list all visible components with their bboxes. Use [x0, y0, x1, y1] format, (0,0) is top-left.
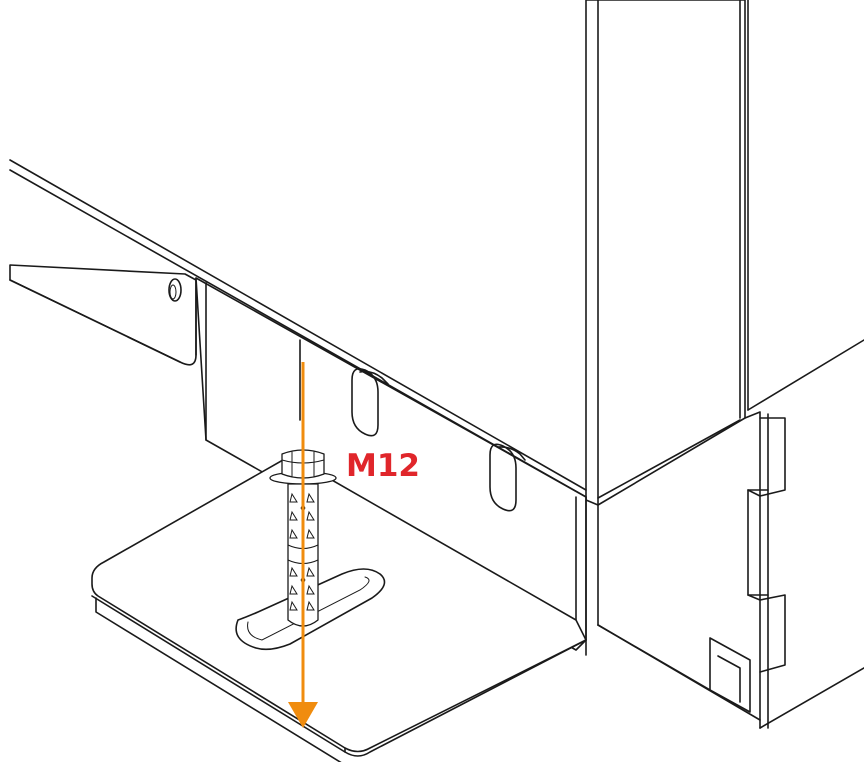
install-direction-arrow	[288, 362, 318, 728]
bolt-size-label: M12	[346, 448, 420, 484]
bracket-foot-plate	[91, 455, 587, 762]
corner-hinge-bracket	[597, 411, 864, 729]
cabinet-body	[9, 0, 864, 506]
bracket-vertical-flange	[195, 277, 587, 651]
side-mounting-plate	[9, 264, 207, 366]
